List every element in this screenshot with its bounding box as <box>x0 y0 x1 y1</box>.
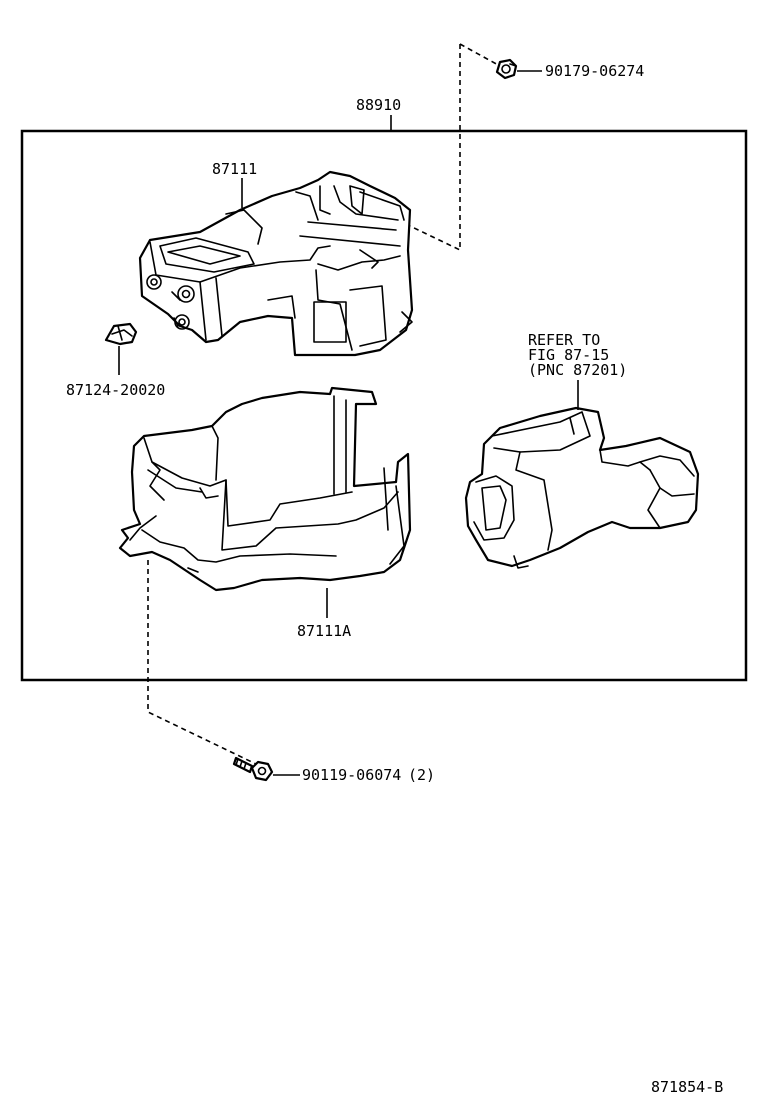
bolt-dashed-leader <box>147 560 257 765</box>
nut-dashed-leader <box>409 44 461 252</box>
referenced-unit-drawing[interactable] <box>464 406 700 569</box>
lower-case-drawing[interactable] <box>118 386 412 592</box>
refer-note-line-2: FIG 87-15 <box>528 346 609 364</box>
bolt-part-number[interactable]: 90119-06074 <box>302 766 401 784</box>
assembly-frame <box>20 129 748 682</box>
bolt-quantity: (2) <box>408 766 435 784</box>
bolt-icon[interactable] <box>232 756 274 782</box>
figure-code: 871854-B <box>651 1078 723 1096</box>
lower-case-part-number[interactable]: 87111A <box>297 622 351 640</box>
refer-note-line-3: (PNC 87201) <box>528 361 627 379</box>
upper-case-part-number[interactable]: 87111 <box>212 160 257 178</box>
refer-note-line-1: REFER TO <box>528 331 600 349</box>
clip-icon[interactable] <box>104 322 138 346</box>
nut-dashed-top <box>459 43 501 67</box>
upper-case-drawing[interactable] <box>138 170 414 357</box>
nut-part-number[interactable]: 90179-06274 <box>545 62 644 80</box>
clip-part-number[interactable]: 87124-20020 <box>66 381 165 399</box>
assembly-part-number[interactable]: 88910 <box>356 96 401 114</box>
nut-icon[interactable] <box>495 58 518 80</box>
